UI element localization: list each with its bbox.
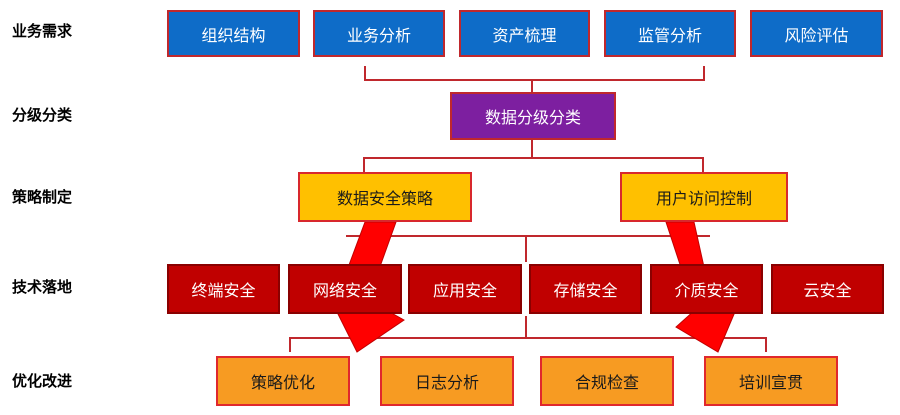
strategy-box-access-control: 用户访问控制	[620, 172, 788, 222]
row-label-classification: 分级分类	[12, 106, 73, 124]
row-label-strategy: 策略制定	[12, 188, 73, 206]
row-label-implementation: 技术落地	[12, 278, 73, 296]
requirement-box-business: 业务分析	[313, 10, 445, 57]
strategy-box-data-security: 数据安全策略	[298, 172, 472, 222]
row-label-requirements: 业务需求	[12, 22, 73, 40]
requirement-box-risk: 风险评估	[750, 10, 883, 57]
classification-box: 数据分级分类	[450, 92, 616, 140]
tech-box-application: 应用安全	[408, 264, 522, 314]
brace-implementation	[289, 316, 767, 352]
tech-box-cloud: 云安全	[771, 264, 884, 314]
brace-strategy	[346, 235, 710, 262]
requirement-box-org: 组织结构	[167, 10, 300, 57]
tech-box-endpoint: 终端安全	[167, 264, 280, 314]
tech-box-media: 介质安全	[650, 264, 763, 314]
brace-requirements	[364, 66, 705, 92]
improvement-box-policy: 策略优化	[216, 356, 350, 406]
requirement-box-assets: 资产梳理	[459, 10, 590, 57]
row-label-improvement: 优化改进	[12, 372, 73, 390]
requirement-box-regulatory: 监管分析	[604, 10, 736, 57]
tech-box-network: 网络安全	[288, 264, 402, 314]
brace-classification	[363, 140, 704, 172]
improvement-box-logs: 日志分析	[380, 356, 514, 406]
improvement-box-compliance: 合规检查	[540, 356, 674, 406]
improvement-box-training: 培训宣贯	[704, 356, 838, 406]
tech-box-storage: 存储安全	[529, 264, 642, 314]
